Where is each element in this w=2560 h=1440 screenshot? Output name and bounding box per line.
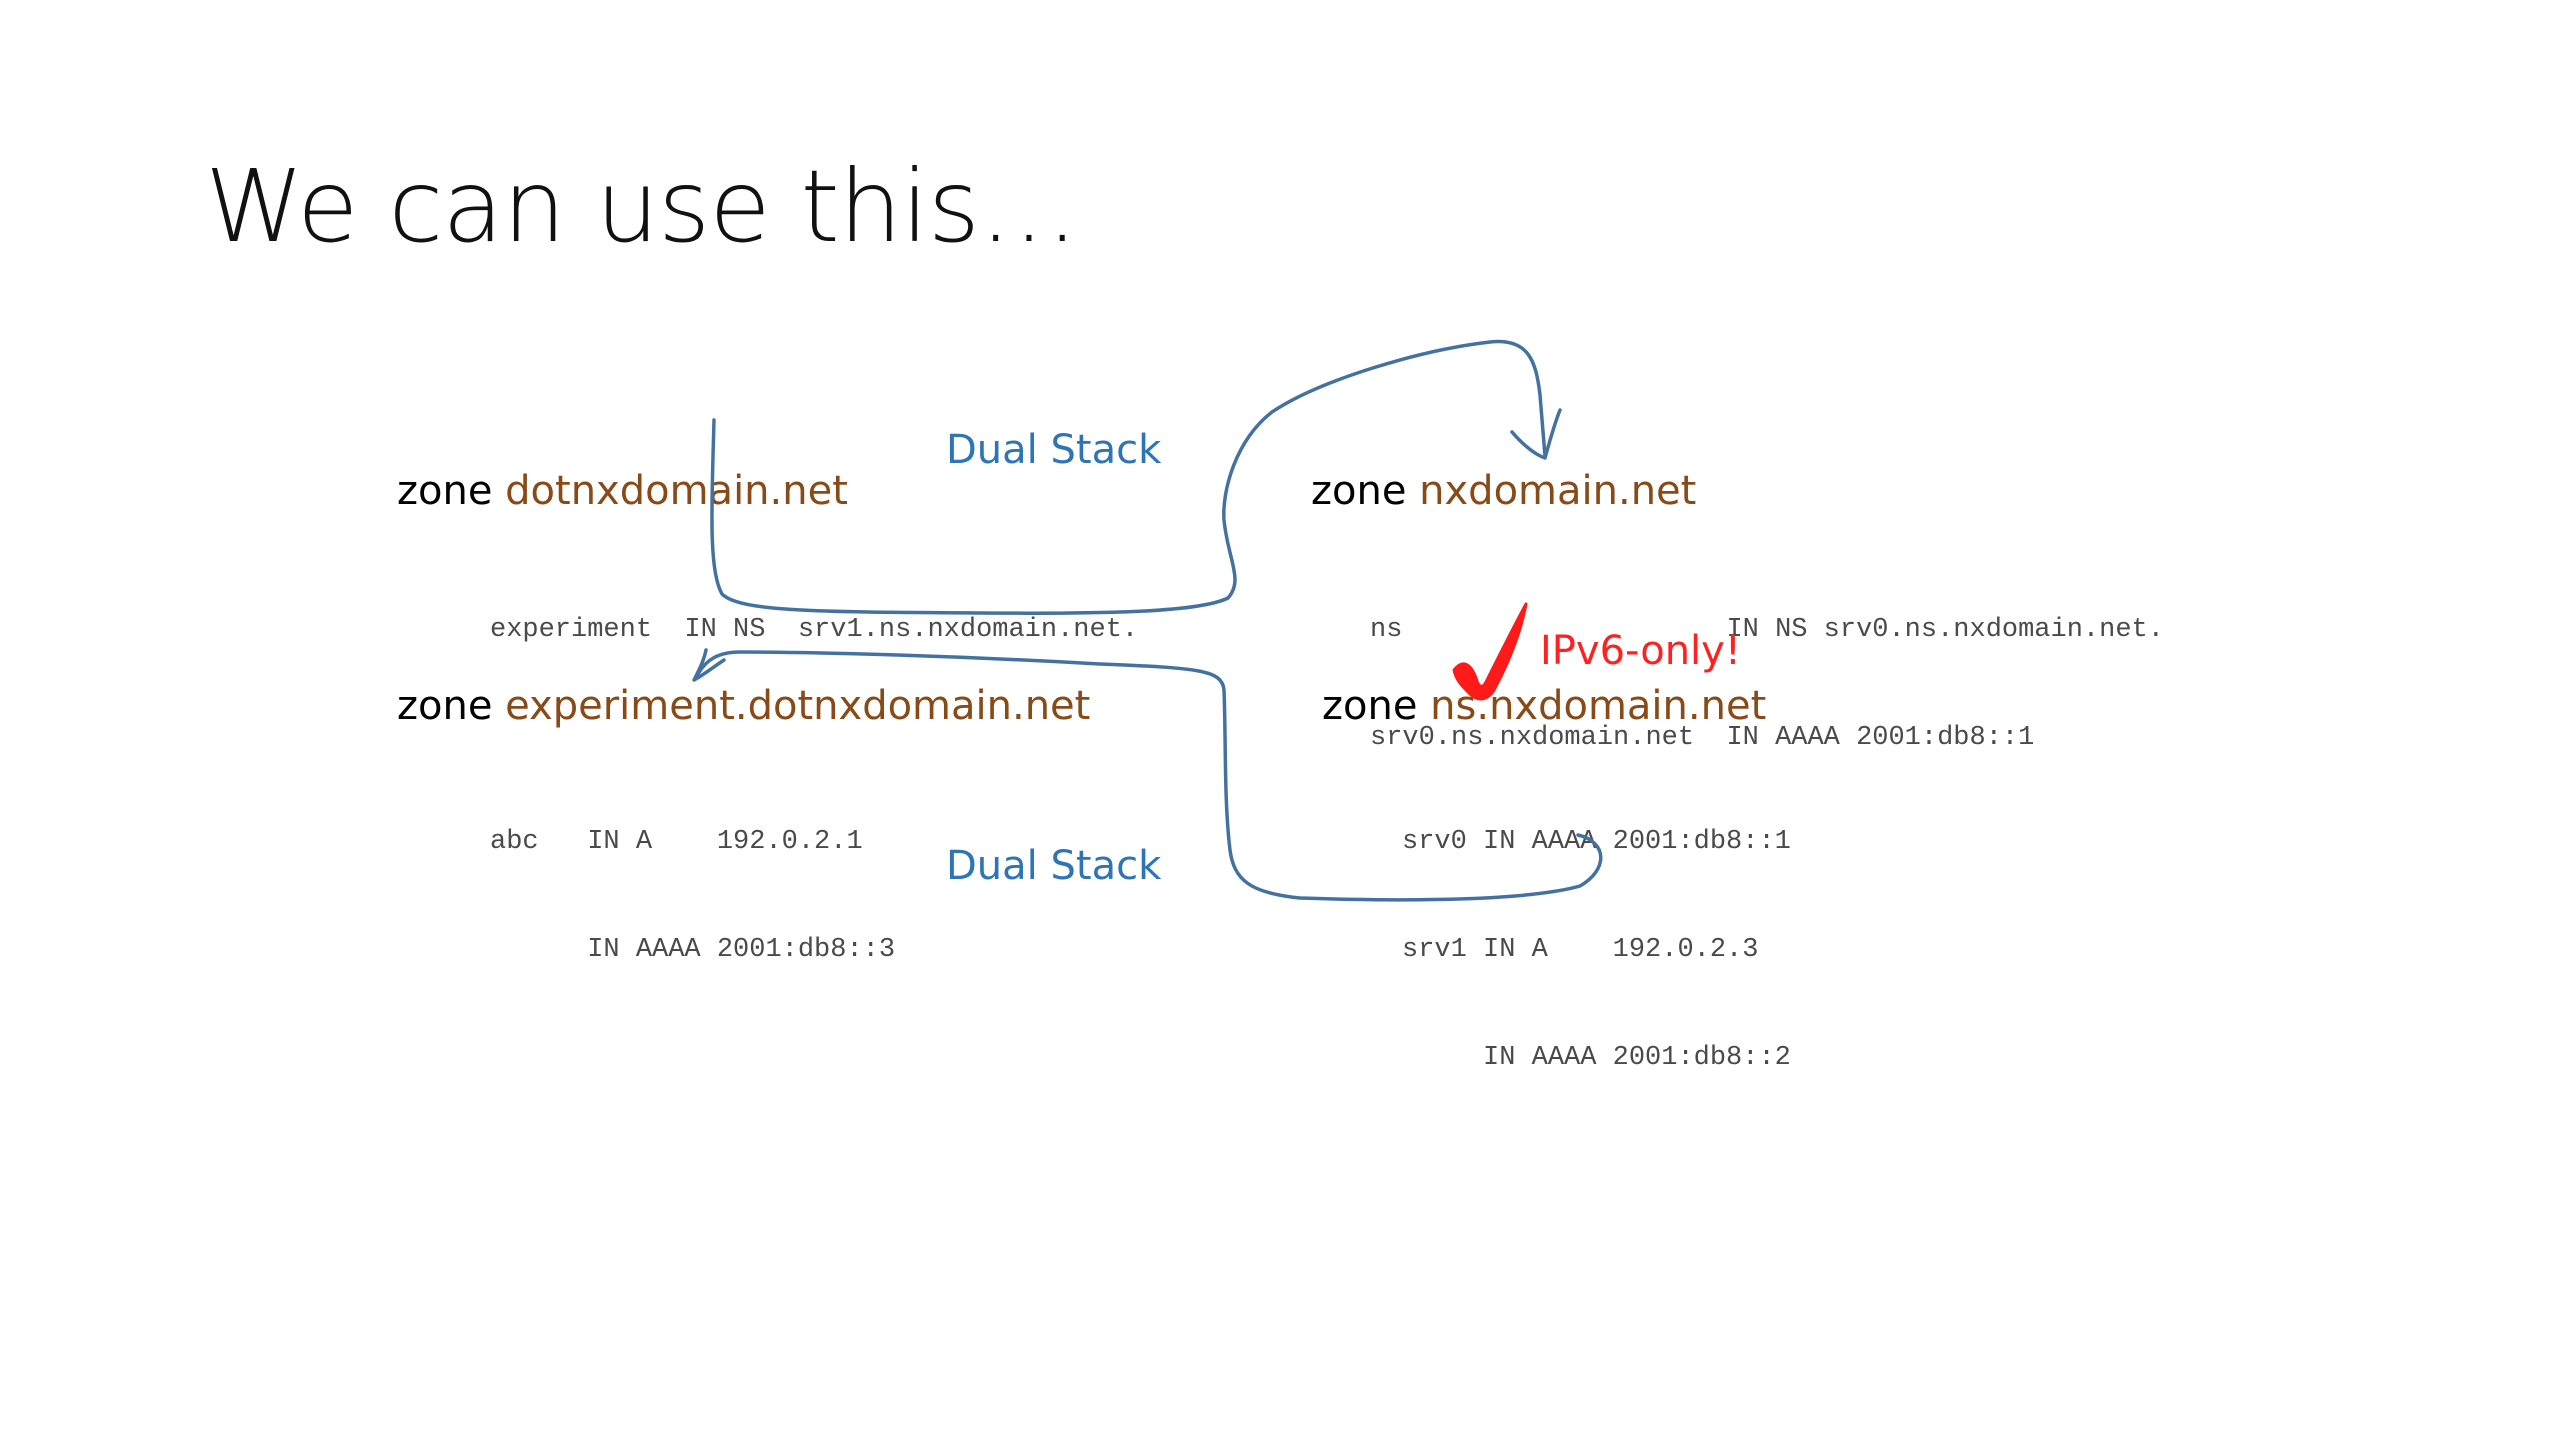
zone-keyword: zone	[397, 468, 493, 514]
zone-heading-dotnxdomain: zone dotnxdomain.net	[397, 468, 848, 514]
record-line: abc IN A 192.0.2.1	[490, 827, 863, 857]
dual-stack-label-top: Dual Stack	[946, 427, 1162, 473]
zone-keyword: zone	[1311, 468, 1407, 514]
record-line: IN AAAA 2001:db8::2	[1402, 1043, 1791, 1073]
ink-arrowhead-top	[1510, 408, 1562, 460]
zone-name-experiment: experiment.dotnxdomain.net	[505, 683, 1091, 729]
record-line: experiment IN NS srv1.ns.nxdomain.net.	[490, 615, 1139, 645]
zone-records-dotnxdomain: experiment IN NS srv1.ns.nxdomain.net.	[490, 540, 1138, 720]
record-line: IN AAAA 2001:db8::3	[490, 935, 896, 965]
zone-records-ns-nxdomain: srv0 IN AAAA 2001:db8::1 srv1 IN A 192.0…	[1402, 752, 1791, 1148]
zone-heading-ns-nxdomain: zone ns.nxdomain.net	[1322, 683, 1766, 729]
zone-name-ns-nxdomain: ns.nxdomain.net	[1430, 683, 1767, 729]
zone-records-experiment: abc IN A 192.0.2.1 IN AAAA 2001:db8::3	[490, 752, 895, 1040]
record-line: srv1 IN A 192.0.2.3	[1402, 935, 1759, 965]
zone-heading-experiment: zone experiment.dotnxdomain.net	[397, 683, 1090, 729]
record-line: srv0 IN AAAA 2001:db8::1	[1402, 827, 1791, 857]
dual-stack-label-bottom: Dual Stack	[946, 843, 1162, 889]
slide-title: We can use this…	[205, 148, 1079, 265]
zone-keyword: zone	[1322, 683, 1418, 729]
zone-name-nxdomain: nxdomain.net	[1419, 468, 1697, 514]
zone-heading-nxdomain: zone nxdomain.net	[1311, 468, 1696, 514]
zone-name-dotnxdomain: dotnxdomain.net	[505, 468, 848, 514]
zone-keyword: zone	[397, 683, 493, 729]
ipv6-only-label: IPv6-only!	[1540, 628, 1741, 674]
record-line: ns IN NS srv0.ns.nxdomain.net.	[1370, 615, 2164, 645]
